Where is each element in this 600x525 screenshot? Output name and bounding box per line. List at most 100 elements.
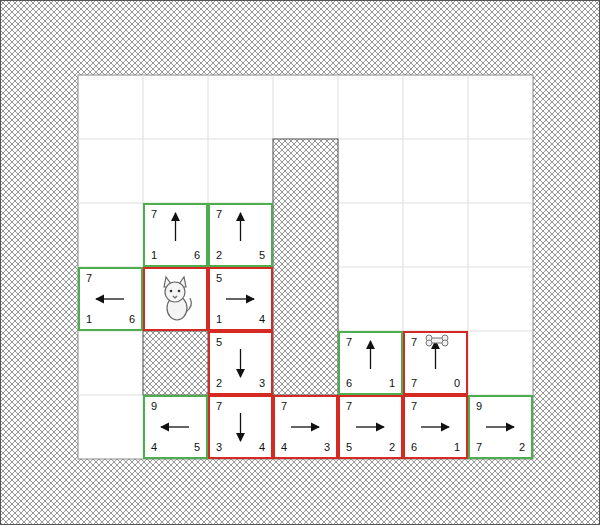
- cost-row: 5: [216, 272, 265, 285]
- cost-row: 7: [151, 208, 200, 221]
- direction-arrow: [240, 349, 241, 377]
- h-cost: 4: [259, 313, 265, 326]
- f-cost: 5: [216, 336, 222, 349]
- search-cell: 716: [143, 203, 208, 267]
- g-cost: 6: [411, 441, 417, 454]
- g-cost: 1: [216, 313, 222, 326]
- f-cost: 7: [281, 400, 287, 413]
- cost-row: 34: [216, 441, 265, 454]
- f-cost: 7: [216, 400, 222, 413]
- g-cost: 7: [476, 441, 482, 454]
- direction-arrow: [291, 426, 319, 427]
- cost-row: 25: [216, 249, 265, 262]
- cost-row: 7: [411, 336, 460, 349]
- f-cost: 7: [411, 400, 417, 413]
- cost-row: 7: [216, 400, 265, 413]
- grid-lines: [78, 75, 533, 459]
- g-cost: 7: [411, 377, 417, 390]
- cost-row: 7: [216, 208, 265, 221]
- f-cost: 5: [216, 272, 222, 285]
- cat-icon: [164, 277, 191, 320]
- cost-row: 43: [281, 441, 330, 454]
- g-cost: 2: [216, 377, 222, 390]
- f-cost: 7: [346, 400, 352, 413]
- g-cost: 3: [216, 441, 222, 454]
- g-cost: 1: [86, 313, 92, 326]
- search-cell: 761: [338, 331, 403, 395]
- cost-row: 7: [281, 400, 330, 413]
- direction-arrow: [356, 426, 384, 427]
- f-cost: 7: [216, 208, 222, 221]
- cost-row: 45: [151, 441, 200, 454]
- direction-arrow: [161, 426, 189, 427]
- cost-row: 9: [151, 400, 200, 413]
- f-cost: 7: [346, 336, 352, 349]
- start-cell: [144, 268, 207, 330]
- search-cell: 752: [338, 395, 403, 459]
- direction-arrow: [486, 426, 514, 427]
- wall-block: [273, 139, 338, 395]
- cost-row: 7: [411, 400, 460, 413]
- search-cell: 514: [208, 267, 273, 331]
- g-cost: 1: [151, 249, 157, 262]
- cost-row: 14: [216, 313, 265, 326]
- wall-block: [143, 331, 208, 395]
- f-cost: 7: [411, 336, 417, 349]
- cost-row: 61: [411, 441, 460, 454]
- cost-row: 16: [86, 313, 135, 326]
- direction-arrow: [96, 298, 124, 299]
- cost-row: 70: [411, 377, 460, 390]
- cost-row: 16: [151, 249, 200, 262]
- direction-arrow: [175, 213, 176, 241]
- h-cost: 1: [389, 377, 395, 390]
- f-cost: 9: [151, 400, 157, 413]
- h-cost: 3: [324, 441, 330, 454]
- g-cost: 5: [346, 441, 352, 454]
- f-cost: 9: [476, 400, 482, 413]
- cost-row: 23: [216, 377, 265, 390]
- search-cell: 734: [208, 395, 273, 459]
- direction-arrow: [240, 413, 241, 441]
- h-cost: 4: [259, 441, 265, 454]
- cost-row: 61: [346, 377, 395, 390]
- cost-row: 7: [86, 272, 135, 285]
- bone-icon: [426, 335, 448, 346]
- g-cost: 6: [346, 377, 352, 390]
- f-cost: 7: [86, 272, 92, 285]
- h-cost: 0: [454, 377, 460, 390]
- grid-floor: [78, 75, 533, 459]
- search-cell: 761: [403, 395, 468, 459]
- h-cost: 6: [129, 313, 135, 326]
- h-cost: 3: [259, 377, 265, 390]
- direction-arrow: [370, 341, 371, 369]
- search-cell: 743: [273, 395, 338, 459]
- g-cost: 2: [216, 249, 222, 262]
- h-cost: 5: [194, 441, 200, 454]
- search-cell: 523: [208, 331, 273, 395]
- g-cost: 4: [281, 441, 287, 454]
- search-cell: 770: [403, 331, 468, 395]
- search-cell: 716: [78, 267, 143, 331]
- h-cost: 1: [454, 441, 460, 454]
- cost-row: 7: [346, 336, 395, 349]
- h-cost: 6: [194, 249, 200, 262]
- h-cost: 2: [389, 441, 395, 454]
- cost-row: 5: [216, 336, 265, 349]
- cost-row: 52: [346, 441, 395, 454]
- search-cell: 945: [143, 395, 208, 459]
- cost-row: 9: [476, 400, 525, 413]
- cost-row: 7: [346, 400, 395, 413]
- direction-arrow: [421, 426, 449, 427]
- search-cell: 725: [208, 203, 273, 267]
- cost-row: 72: [476, 441, 525, 454]
- h-cost: 5: [259, 249, 265, 262]
- g-cost: 4: [151, 441, 157, 454]
- search-cell: 972: [468, 395, 533, 459]
- f-cost: 7: [151, 208, 157, 221]
- direction-arrow: [240, 213, 241, 241]
- h-cost: 2: [519, 441, 525, 454]
- direction-arrow: [435, 341, 436, 369]
